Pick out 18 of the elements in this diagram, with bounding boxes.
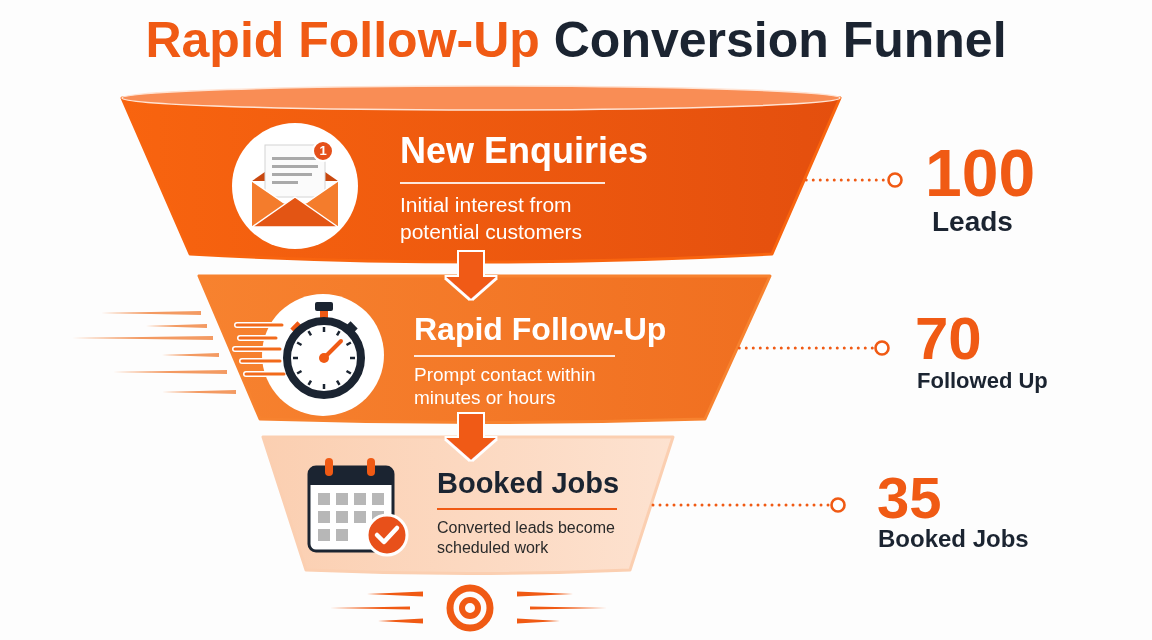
stat-number: 70 — [915, 309, 982, 369]
stat-label: Booked Jobs — [878, 527, 1029, 551]
stage-title: Rapid Follow-Up — [414, 313, 667, 345]
stat-number: 100 — [925, 140, 1036, 206]
leader-line — [651, 497, 848, 513]
leader-line — [804, 172, 905, 188]
stat-number: 35 — [877, 469, 942, 527]
diagram-title: Rapid Follow-Up Conversion Funnel — [144, 15, 1008, 65]
stage-description: Initial interest from potential customers — [400, 192, 584, 245]
stage-title: Booked Jobs — [437, 469, 620, 498]
leader-line — [737, 340, 892, 356]
stage-description: Converted leads become scheduled work — [437, 518, 616, 558]
arrow — [446, 414, 496, 460]
stage-title: New Enquiries — [400, 133, 649, 169]
stat-label: Followed Up — [917, 370, 1048, 392]
stage-description: Prompt contact within minutes or hours — [414, 363, 597, 409]
stat-label: Leads — [932, 208, 1013, 236]
arrow — [446, 252, 496, 299]
